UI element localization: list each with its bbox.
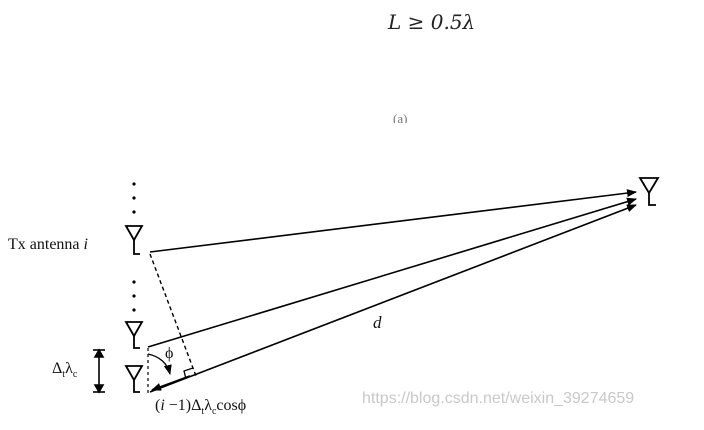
antenna-icon (124, 321, 144, 349)
spacing-dimension (93, 348, 105, 394)
angle-label: ϕ (165, 345, 174, 362)
dashed-projection (149, 253, 197, 377)
subfigure-caption: (a) (393, 111, 408, 123)
tx-antenna-label: Tx antenna i (8, 236, 88, 253)
ray-antenna-1 (149, 204, 637, 393)
path-difference-label: (i −1)Δtλccosϕ (155, 397, 247, 418)
antenna-spacing-label: Δtλc (52, 360, 78, 381)
formula: L ≥ 0.5λ (388, 10, 476, 34)
antenna-icon (124, 365, 144, 393)
antenna-icon (638, 177, 660, 206)
ray-antenna-i (149, 189, 637, 253)
ellipsis-dots-middle (132, 280, 136, 312)
watermark: https://blog.csdn.net/weixin_39274659 (362, 390, 635, 407)
distance-label: d (373, 313, 382, 332)
right-angle-marker (183, 367, 194, 380)
ellipsis-dots-top (132, 182, 136, 214)
antenna-icon (124, 225, 144, 255)
path-difference-arrow (151, 375, 191, 391)
angle-arc (147, 353, 172, 375)
ray-antenna-2 (147, 197, 637, 348)
